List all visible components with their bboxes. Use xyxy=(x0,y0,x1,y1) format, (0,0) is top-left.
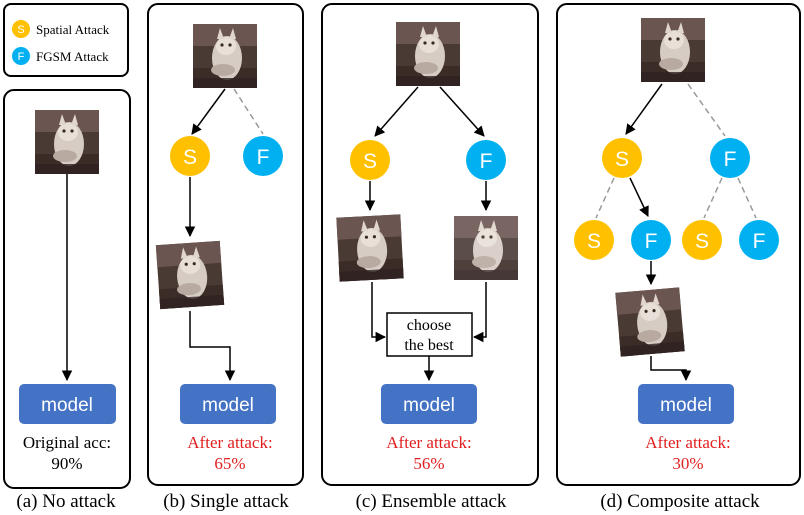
spatial-legend-label: Spatial Attack xyxy=(36,22,110,37)
spatial-adv-image-c xyxy=(336,214,404,282)
result-value-c: 56% xyxy=(413,454,444,473)
dashed-to-fgsm-d xyxy=(687,83,726,137)
arrow-spatial-to-fgsm-d xyxy=(629,177,649,217)
model-box-b xyxy=(180,384,276,424)
model-label-a: model xyxy=(41,395,93,416)
fgsm-node-c xyxy=(466,140,506,180)
arrow-to-model-d xyxy=(650,356,692,382)
spatial-node-glyph-c: S xyxy=(363,150,377,173)
input-image-b xyxy=(193,24,257,88)
panel-a-frame xyxy=(3,89,131,489)
fgsm-node-b xyxy=(243,136,283,176)
fgsm-node-d xyxy=(710,138,750,178)
dashed-fgsm-to-fgsm-d xyxy=(737,177,757,219)
spatial-leaf-2-d xyxy=(682,220,722,260)
arrow-to-spatial-c xyxy=(374,86,419,137)
spatial-leaf-1-glyph-d: S xyxy=(587,230,601,253)
arrow-spatial-to-choose-c xyxy=(371,282,387,343)
fgsm-node-glyph-d: F xyxy=(724,148,737,171)
arrow-to-fgsm-c xyxy=(439,86,485,137)
result-value-d: 30% xyxy=(672,454,703,473)
choose-best-box xyxy=(386,312,473,357)
fgsm-leaf-1-glyph-d: F xyxy=(645,230,658,253)
panel-c-frame xyxy=(321,3,539,486)
panel-d-frame xyxy=(556,3,801,486)
fgsm-leaf-2-d xyxy=(739,220,779,260)
arrow-to-spatial-b xyxy=(191,88,226,135)
arrow-to-spatial-d xyxy=(625,83,663,135)
spatial-leaf-1-d xyxy=(574,220,614,260)
panel-b-frame xyxy=(147,3,304,486)
panel-ensemble-attack: S F choose the best model After attack: … xyxy=(321,3,539,512)
spatial-legend-icon xyxy=(12,20,30,38)
input-image-c xyxy=(396,22,460,86)
fgsm-leaf-1-d xyxy=(631,220,671,260)
result-label-d: After attack: xyxy=(645,433,730,452)
adversarial-image-d xyxy=(615,287,685,357)
fgsm-node-glyph-c: F xyxy=(480,150,493,173)
adversarial-image-b xyxy=(155,240,225,310)
dashed-spatial-to-spatial-d xyxy=(595,177,615,219)
legend: S Spatial Attack F FGSM Attack xyxy=(3,3,129,77)
original-image xyxy=(35,110,99,174)
result-label-a: Original acc: xyxy=(23,433,111,452)
result-value-a: 90% xyxy=(51,454,82,473)
panel-composite-attack: S F S F S F model After attack: 30% (d) … xyxy=(556,3,801,512)
result-value-b: 65% xyxy=(214,454,245,473)
panel-single-attack: S F model After attack: 65% (b) Single a… xyxy=(147,3,304,512)
model-box-a xyxy=(19,384,116,424)
panel-no-attack: model Original acc: 90% (a) No attack xyxy=(3,89,131,512)
caption-c: (c) Ensemble attack xyxy=(356,491,507,512)
arrow-to-model-b xyxy=(189,311,236,382)
spatial-node-d xyxy=(602,138,642,178)
model-box-c xyxy=(381,384,477,424)
spatial-node-c xyxy=(350,140,390,180)
spatial-leaf-2-glyph-d: S xyxy=(695,230,709,253)
model-label-d: model xyxy=(660,395,712,416)
legend-box xyxy=(3,3,129,77)
spatial-legend-glyph: S xyxy=(17,24,24,36)
caption-b: (b) Single attack xyxy=(163,491,289,512)
model-label-b: model xyxy=(202,395,254,416)
fgsm-legend-glyph: F xyxy=(18,51,25,63)
result-label-c: After attack: xyxy=(386,433,471,452)
spatial-node-b xyxy=(170,136,210,176)
choose-best-line1: choose xyxy=(407,317,451,334)
model-box-d xyxy=(638,384,734,424)
caption-a: (a) No attack xyxy=(16,491,116,512)
fgsm-adv-image-c xyxy=(454,216,518,280)
fgsm-legend-label: FGSM Attack xyxy=(36,49,109,64)
spatial-node-glyph-b: S xyxy=(183,146,197,169)
fgsm-node-glyph-b: F xyxy=(257,146,270,169)
arrow-fgsm-to-choose-c xyxy=(472,282,487,343)
input-image-d xyxy=(641,18,705,82)
caption-d: (d) Composite attack xyxy=(600,491,760,512)
dashed-to-fgsm-b xyxy=(233,88,264,135)
model-label-c: model xyxy=(403,395,455,416)
dashed-fgsm-to-spatial-d xyxy=(703,177,723,219)
spatial-node-glyph-d: S xyxy=(615,148,629,171)
result-label-b: After attack: xyxy=(187,433,272,452)
fgsm-leaf-2-glyph-d: F xyxy=(753,230,766,253)
fgsm-legend-icon xyxy=(12,47,30,65)
choose-best-line2: the best xyxy=(404,337,454,354)
